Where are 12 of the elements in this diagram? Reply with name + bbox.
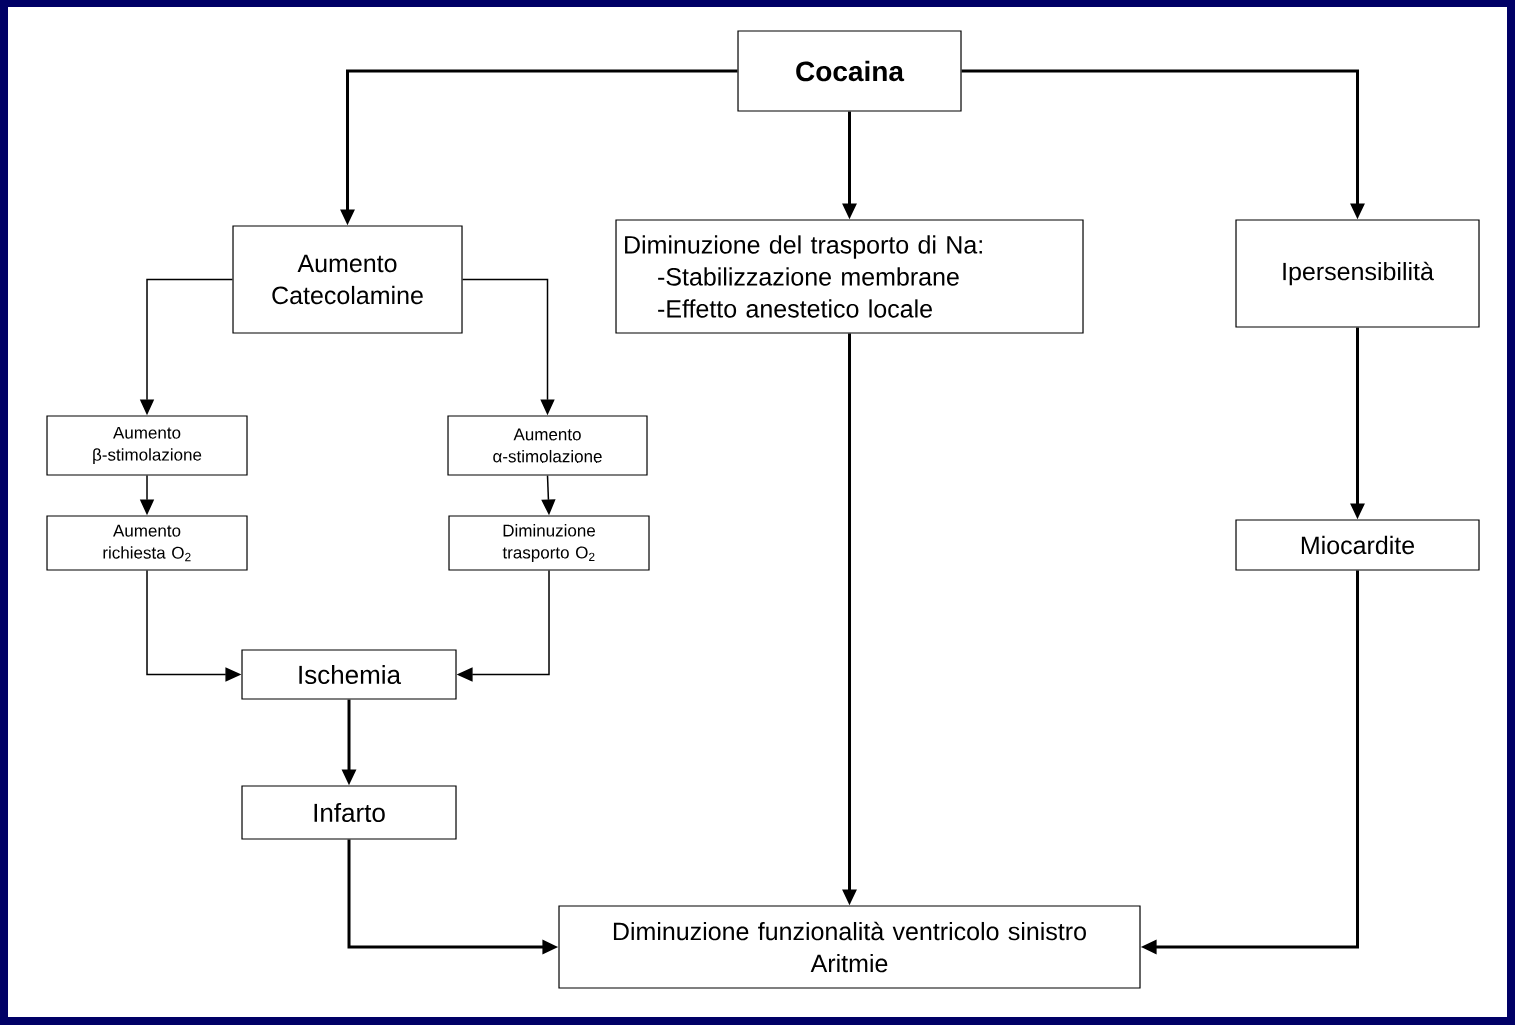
process-box: Aumento β-stimolazione xyxy=(46,415,248,476)
process-box: Aumento α-stimolazione xyxy=(447,415,648,476)
process-box: Miocardite xyxy=(1235,519,1480,571)
process-box: Diminuzione trasporto O$_{2}$ xyxy=(448,515,650,571)
process-box: Ischemia xyxy=(241,649,457,700)
process-box: Aumento Catecolamine xyxy=(232,225,463,334)
process-box: Aumento richiesta O$_{2}$ xyxy=(46,515,248,571)
process-box: Diminuzione del trasporto di Na: -Stabilizzazione membrane -Effetto anestetico locale xyxy=(615,219,1084,334)
process-box: Infarto xyxy=(241,785,457,840)
process-box: Diminuzione funzionalità ventricolo sinistro Aritmie xyxy=(558,905,1141,989)
process-box: Cocaina xyxy=(737,30,962,112)
process-box: Ipersensibilità xyxy=(1235,219,1480,328)
